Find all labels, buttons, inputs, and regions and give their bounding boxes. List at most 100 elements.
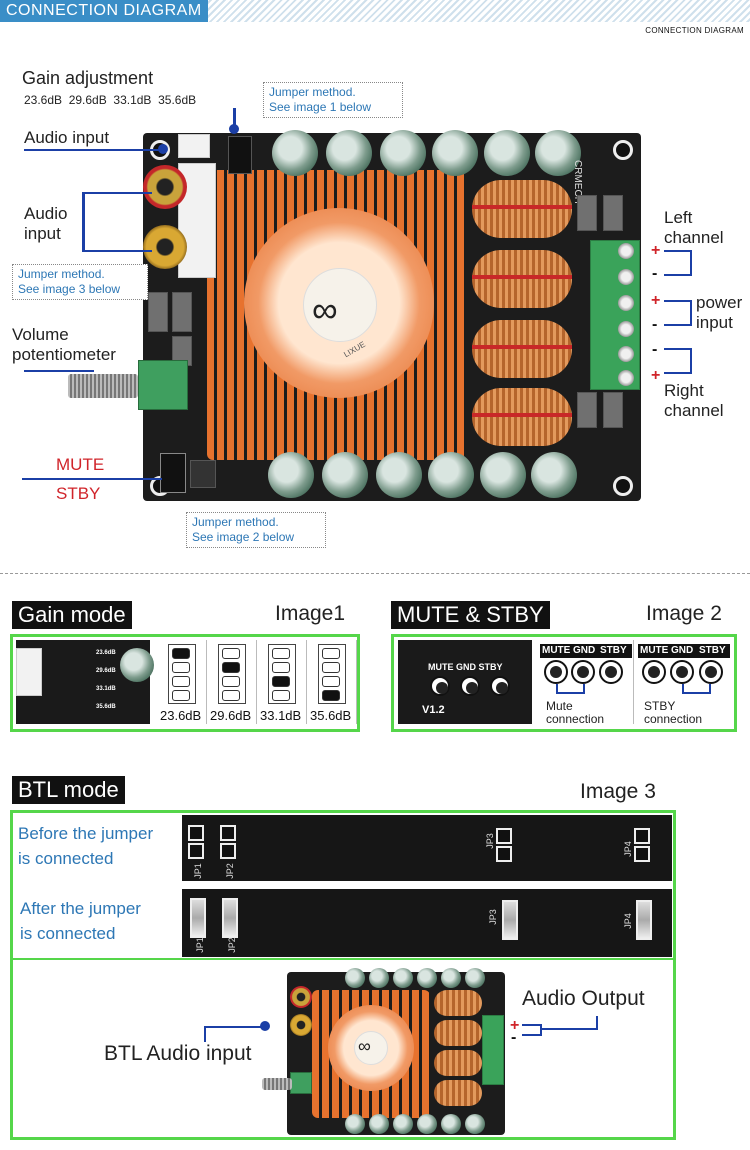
mute-connection-cell: [538, 640, 634, 724]
plus-sign: +: [510, 1017, 520, 1034]
btl-capacitor: [393, 1114, 413, 1134]
btl-inductor: [434, 1020, 482, 1046]
jumper-pin: [222, 690, 240, 701]
fan-logo: ∞: [312, 289, 338, 330]
photo-gain-label: 23.6dB: [96, 650, 116, 656]
stby-pin: [599, 660, 623, 684]
photo-pin: [490, 676, 510, 696]
connector-line: [82, 192, 152, 194]
terminal-screw[interactable]: [618, 321, 634, 337]
jumper-pad: [496, 846, 512, 862]
pin-label: GND: [573, 645, 596, 656]
terminal-screw[interactable]: [618, 243, 634, 259]
power-speaker-terminal[interactable]: [590, 240, 640, 390]
capacitor: [428, 452, 474, 498]
btl-capacitor: [369, 968, 389, 988]
jumper-pin: [272, 662, 290, 673]
pin-label: STBY: [699, 645, 726, 656]
jumper-wire: [556, 684, 558, 694]
smd-capacitor: [603, 392, 623, 428]
jumper-pin: [322, 662, 340, 673]
connector-line: [82, 250, 152, 252]
inductor-band: [472, 275, 572, 279]
inductor-small: [190, 460, 216, 488]
capacitor: [322, 452, 368, 498]
btl-inductor: [434, 1080, 482, 1106]
mute-caption: Mute connection: [546, 699, 605, 727]
terminal-screw[interactable]: [618, 269, 634, 285]
pin-label-row: [638, 644, 730, 658]
photo-version: V1.2: [422, 704, 445, 716]
rca-housing: [178, 163, 216, 278]
connector-line: [82, 192, 85, 252]
photo-pin: [460, 676, 480, 696]
after-jumper-label: After the jumper is connected: [20, 899, 141, 943]
audio-input-connector[interactable]: [178, 134, 210, 158]
jumper-pin: [222, 676, 240, 687]
rca-jack-right[interactable]: [143, 165, 187, 209]
jumper-note-image1: Jumper method. See image 1 below: [263, 82, 403, 118]
connector-line: [664, 250, 692, 252]
btl-capacitor: [417, 968, 437, 988]
gain-option-label: 23.6dB: [160, 708, 202, 723]
pin-label: STBY: [600, 645, 627, 656]
photo-connector: [16, 648, 42, 696]
btl-knob[interactable]: [262, 1078, 292, 1090]
jp-label: JP3: [484, 833, 495, 849]
jumper-pad-bridged: [222, 898, 238, 938]
capacitor: [535, 130, 581, 176]
jumper-pin: [272, 690, 290, 701]
capacitor: [376, 452, 422, 498]
btl-frame-divider: [12, 958, 674, 960]
audio-input-left-label: Audio input: [24, 204, 68, 243]
mute-label: MUTE: [56, 455, 105, 474]
jp-label: JP2: [224, 863, 235, 879]
jumper-pin: [272, 648, 290, 659]
terminal-screw[interactable]: [618, 346, 634, 362]
gain-option-cell: [207, 640, 257, 724]
btl-rca-jack[interactable]: [290, 986, 312, 1008]
pin-label: MUTE: [542, 645, 571, 656]
connector-line: [204, 1026, 206, 1042]
volume-potentiometer[interactable]: [138, 360, 188, 410]
jumper-note-image2: Jumper method. See image 2 below: [186, 512, 326, 548]
gain-jumper-header[interactable]: [228, 136, 252, 174]
btl-mode-heading: BTL mode: [12, 776, 125, 804]
jumper-pin: [172, 662, 190, 673]
jp-label: JP4: [622, 913, 633, 929]
stby-pin: [699, 660, 723, 684]
photo-pin-labels: MUTE GND STBY: [428, 662, 503, 672]
inductor-coil: [472, 320, 572, 378]
mount-hole: [613, 140, 633, 160]
jumper-pin: [322, 676, 340, 687]
jumper-pad: [188, 825, 204, 841]
photo-gain-label: 33.1dB: [96, 686, 116, 692]
terminal-screw[interactable]: [618, 370, 634, 386]
terminal-screw[interactable]: [618, 295, 634, 311]
btl-inductor: [434, 1050, 482, 1076]
board-strip-before: [182, 815, 672, 881]
rca-jack-left[interactable]: [143, 225, 187, 269]
photo-capacitor: [120, 648, 154, 682]
btl-mode-image-tag: Image 3: [580, 780, 656, 803]
left-channel-label: Left channel: [664, 208, 724, 247]
gnd-pin: [571, 660, 595, 684]
btl-potentiometer[interactable]: [290, 1072, 312, 1094]
jumper-pin: [172, 690, 190, 701]
gnd-pin: [670, 660, 694, 684]
btl-rca-jack[interactable]: [290, 1014, 312, 1036]
jumper-pad: [188, 843, 204, 859]
jumper-cap-on: [272, 676, 290, 687]
jp-label: JP1: [192, 863, 203, 879]
plus-sign: +: [651, 292, 661, 309]
mute-stby-header[interactable]: [160, 453, 186, 493]
volume-label: Volume potentiometer: [12, 325, 116, 364]
connector-line: [22, 478, 162, 480]
btl-capacitor: [441, 968, 461, 988]
jumper-pin: [172, 676, 190, 687]
btl-audio-input-label: BTL Audio input: [104, 1042, 252, 1065]
volume-knob[interactable]: [68, 374, 138, 398]
photo-gain-label: 29.6dB: [96, 668, 116, 674]
power-input-label: power input: [696, 293, 743, 332]
btl-output-terminal[interactable]: [482, 1015, 504, 1085]
